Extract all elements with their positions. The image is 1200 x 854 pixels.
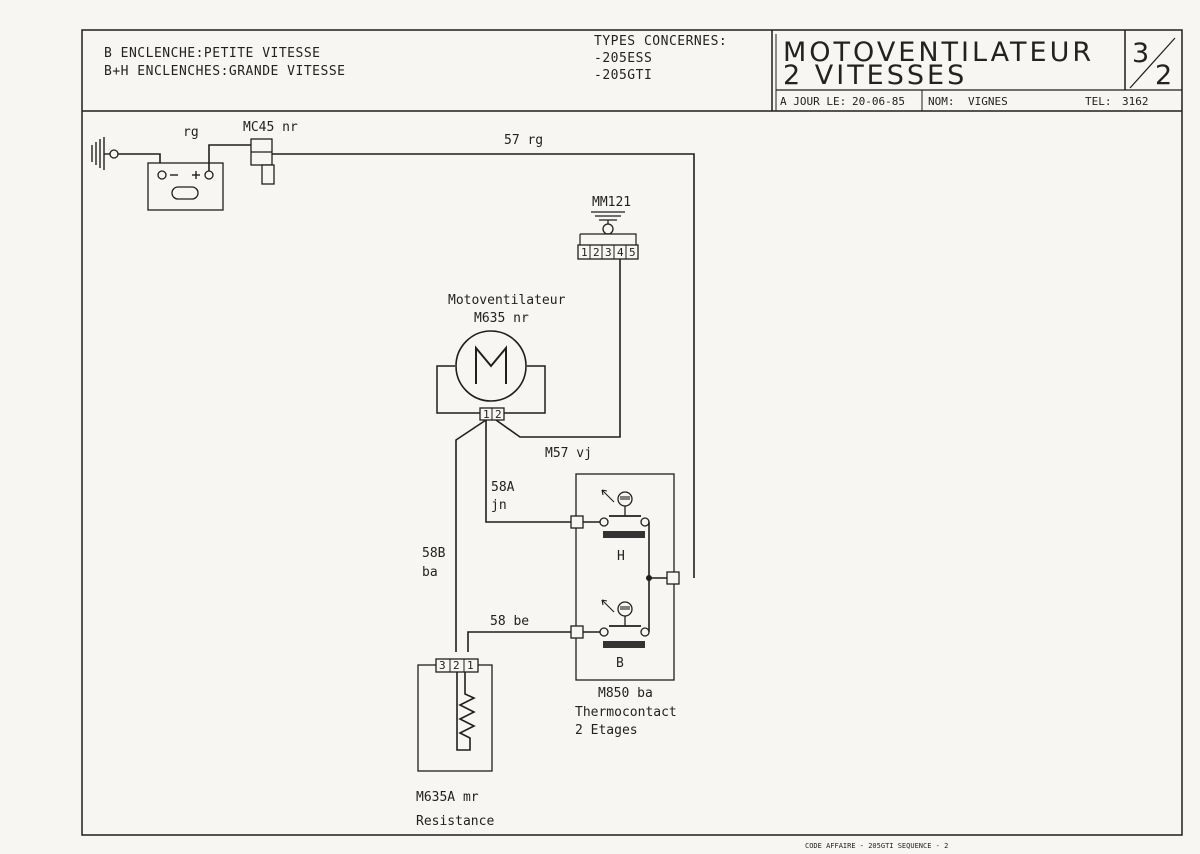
resistor-box: 3 2 1	[417, 658, 493, 772]
note-line-2: B+H ENCLENCHES:GRANDE VITESSE	[104, 64, 345, 79]
motor-connector: 1 2	[479, 407, 505, 421]
wire-58be-label: 58 be	[490, 614, 529, 629]
sheet-frame	[81, 29, 1183, 836]
name-label: NOM:	[928, 95, 955, 108]
mm121-pin-3: 3	[605, 246, 612, 259]
wire-57	[272, 153, 695, 578]
wire-58a-code: 58A	[491, 480, 515, 495]
resistor-pin-2: 2	[453, 659, 460, 672]
thermo-stages: 2 Etages	[575, 723, 638, 738]
types-label: TYPES CONCERNES:	[594, 34, 727, 49]
motor-fan-icon	[436, 330, 546, 414]
ground-mm121-icon	[579, 211, 637, 245]
footer-code: CODE AFFAIRE - 205GTI SEQUENCE - 2	[805, 842, 948, 850]
title-line-1: MOTOVENTILATEUR	[783, 37, 1094, 68]
resistor-pin-3: 3	[439, 659, 446, 672]
wire-58b	[455, 419, 487, 652]
name-value: VIGNES	[968, 95, 1008, 108]
battery-icon	[147, 162, 224, 211]
ground-icon	[91, 137, 119, 170]
motor-code: M635 nr	[474, 311, 529, 326]
mm121-pin-1: 1	[581, 246, 588, 259]
connector-mc45-icon	[250, 138, 275, 185]
thermo-code: M850 ba	[598, 686, 653, 701]
resistor-name: Resistance	[416, 814, 494, 829]
wire-m57	[495, 259, 621, 438]
type-205gti: -205GTI	[594, 68, 652, 83]
sheet-number: 3	[1132, 38, 1152, 69]
wire-57-label: 57 rg	[504, 133, 543, 148]
note-line-1: B ENCLENCHE:PETITE VITESSE	[104, 46, 321, 61]
resistor-code: M635A mr	[416, 790, 479, 805]
battery-positive-wire	[208, 144, 255, 171]
type-205ess: -205ESS	[594, 51, 652, 66]
date-value: 20-06-85	[852, 95, 905, 108]
mm121-pin-2: 2	[593, 246, 600, 259]
mm121-pin-5: 5	[629, 246, 636, 259]
wire-58a-color: jn	[491, 498, 507, 513]
title-block: B ENCLENCHE:PETITE VITESSE B+H ENCLENCHE…	[82, 30, 1182, 112]
connector-mm121-label: MM121	[592, 195, 631, 210]
resistor-icon	[456, 672, 476, 751]
wire-m57-label: M57 vj	[545, 446, 592, 461]
wire-58be	[467, 631, 571, 652]
mm121-pin-4: 4	[617, 246, 624, 259]
resistor-pin-1: 1	[467, 659, 474, 672]
battery-wire-label: rg	[183, 125, 199, 140]
motor-pin-2: 2	[495, 408, 502, 421]
tel-value: 3162	[1122, 95, 1149, 108]
connector-mc45-label: MC45 nr	[243, 120, 298, 135]
title-line-2: 2 VITESSES	[783, 60, 967, 91]
date-label: A JOUR LE:	[780, 95, 846, 108]
thermo-name: Thermocontact	[575, 705, 677, 720]
tel-label: TEL:	[1085, 95, 1112, 108]
thermo-switch-b-label: B	[616, 656, 624, 671]
wire-58b-color: ba	[422, 565, 438, 580]
thermo-switch-h-label: H	[617, 549, 625, 564]
connector-mm121-pins: 1 2 3 4 5	[577, 244, 639, 260]
wire-58b-code: 58B	[422, 546, 446, 561]
thermo-switch-b-icon	[570, 599, 650, 648]
motor-pin-1: 1	[483, 408, 490, 421]
thermo-common-junction	[646, 571, 680, 585]
motor-name: Motoventilateur	[448, 293, 566, 308]
wire-58a	[485, 420, 571, 523]
sheet-total: 2	[1155, 60, 1175, 91]
